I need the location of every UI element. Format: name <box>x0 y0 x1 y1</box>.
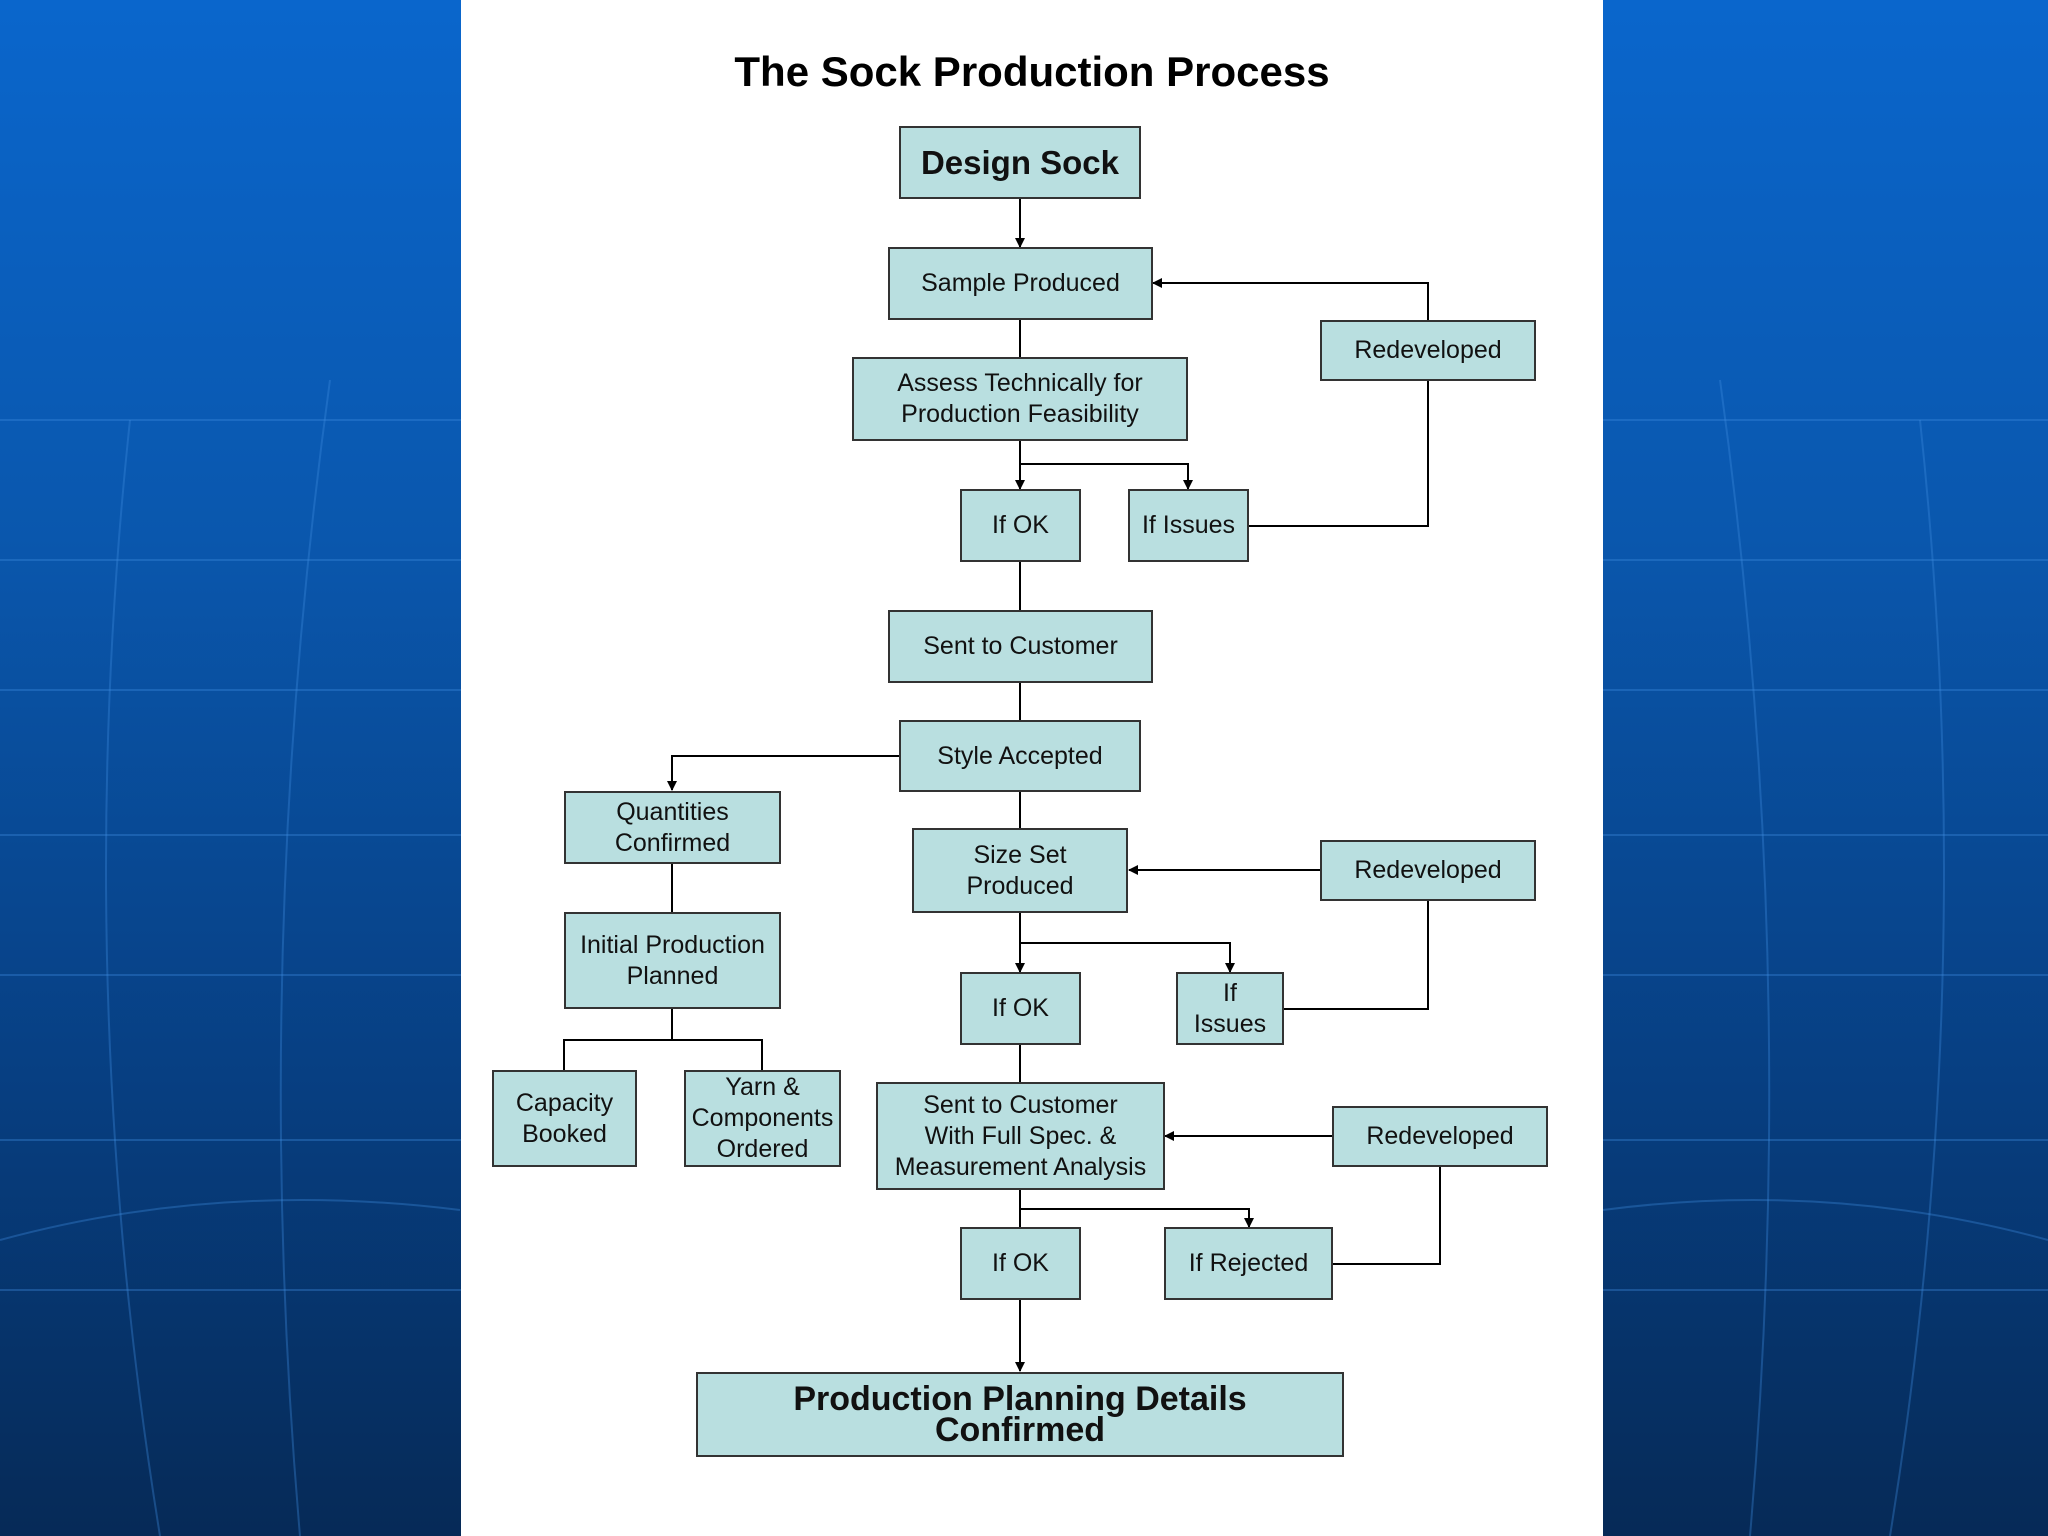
node-production-planning-confirmed: Production Planning Details Confirmed <box>696 1372 1344 1457</box>
node-if-rejected: If Rejected <box>1164 1227 1333 1300</box>
node-redeveloped-1: Redeveloped <box>1320 320 1536 381</box>
node-redeveloped-3: Redeveloped <box>1332 1106 1548 1167</box>
node-yarn-components-ordered: Yarn & Components Ordered <box>684 1070 841 1167</box>
node-if-ok-2: If OK <box>960 972 1081 1045</box>
node-design-sock: Design Sock <box>899 126 1141 199</box>
node-sample-produced: Sample Produced <box>888 247 1153 320</box>
node-if-issues-1: If Issues <box>1128 489 1249 562</box>
node-if-ok-1: If OK <box>960 489 1081 562</box>
node-sent-to-customer: Sent to Customer <box>888 610 1153 683</box>
node-sent-full-spec: Sent to Customer With Full Spec. & Measu… <box>876 1082 1165 1190</box>
node-if-issues-2: If Issues <box>1176 972 1284 1045</box>
node-initial-production-planned: Initial Production Planned <box>564 912 781 1009</box>
node-capacity-booked: Capacity Booked <box>492 1070 637 1167</box>
node-assess-feasibility: Assess Technically for Production Feasib… <box>852 357 1188 441</box>
node-if-ok-3: If OK <box>960 1227 1081 1300</box>
node-size-set-produced: Size Set Produced <box>912 828 1128 913</box>
diagram-title: The Sock Production Process <box>734 48 1330 95</box>
node-quantities-confirmed: Quantities Confirmed <box>564 791 781 864</box>
node-style-accepted: Style Accepted <box>899 720 1141 792</box>
node-redeveloped-2: Redeveloped <box>1320 840 1536 901</box>
